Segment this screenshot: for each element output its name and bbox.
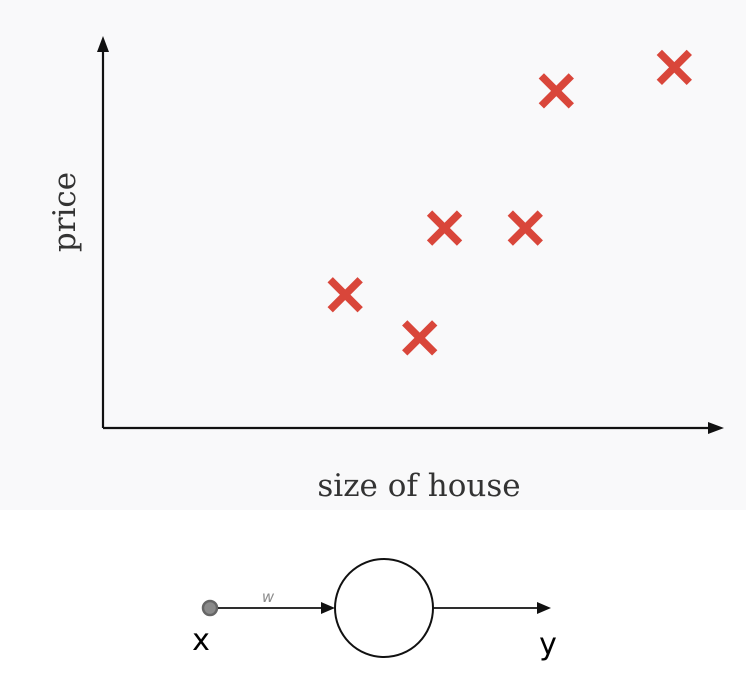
neuron-node <box>334 558 434 658</box>
data-point-4 <box>507 210 543 246</box>
input-edge-arrow-icon <box>321 602 335 614</box>
plot-background <box>0 0 746 510</box>
data-point-2 <box>402 320 438 356</box>
output-label: y <box>539 627 557 662</box>
y-axis-arrow-icon <box>97 36 109 52</box>
x-axis-arrow-icon <box>708 422 724 434</box>
output-edge-arrow-icon <box>537 602 551 614</box>
data-point-3 <box>426 210 463 246</box>
chart: price size of house <box>47 36 724 504</box>
data-point-1 <box>327 277 363 313</box>
y-axis-label: price <box>47 172 83 252</box>
scatter-series <box>327 49 692 356</box>
neuron-diagram: w x y <box>192 558 557 662</box>
weight-label: w <box>262 588 275 606</box>
data-point-6 <box>656 49 692 86</box>
x-axis-label: size of house <box>317 468 520 504</box>
data-point-5 <box>538 73 574 109</box>
input-label: x <box>192 623 210 658</box>
input-node <box>201 599 219 617</box>
